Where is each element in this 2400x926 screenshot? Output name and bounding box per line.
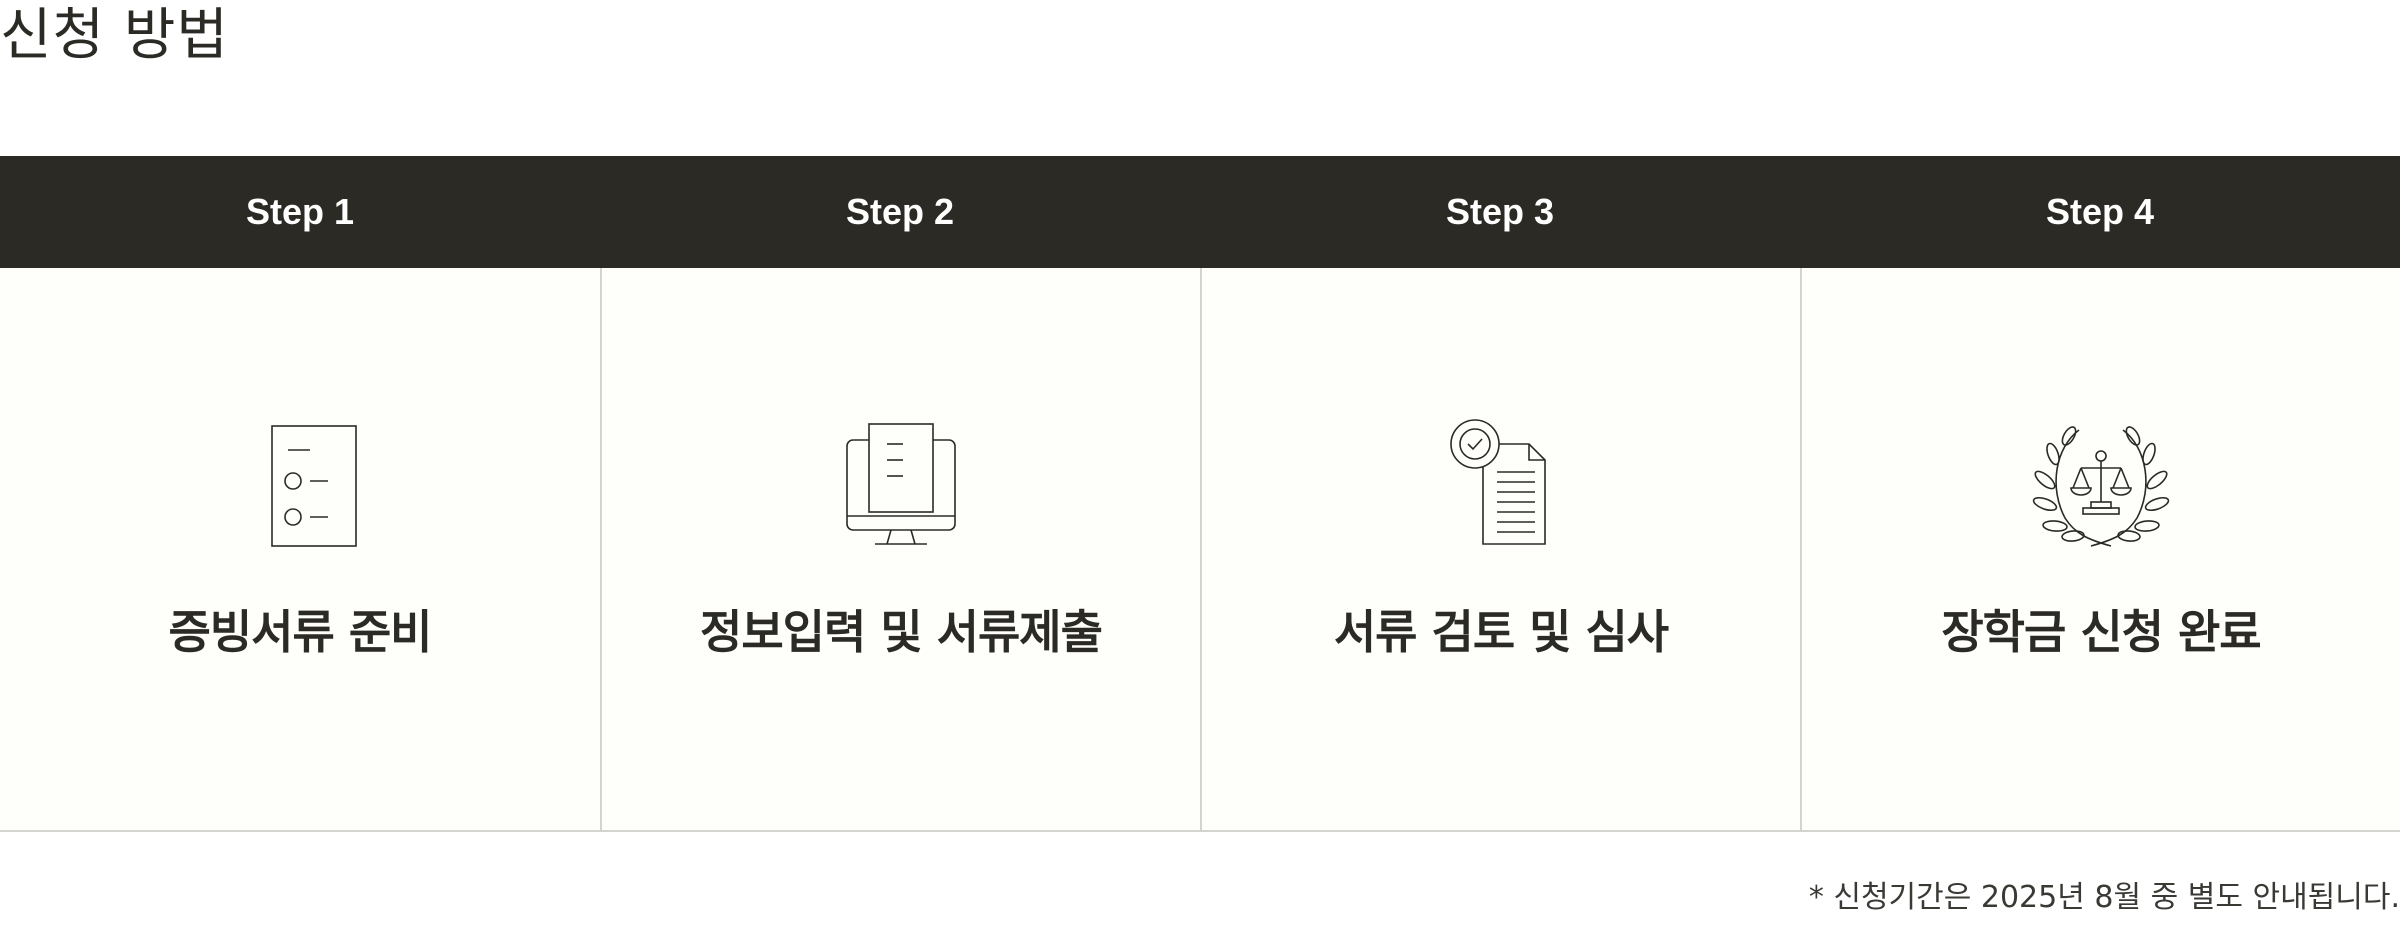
step-4-body: 장학금 신청 완료 [1800,268,2400,832]
steps-grid: Step 1 증빙서류 준비 Step 2 [0,156,2400,832]
step-3-body: 서류 검토 및 심사 [1200,268,1800,832]
checklist-document-icon [230,418,370,548]
application-period-note: * 신청기간은 2025년 8월 중 별도 안내됩니다. [1808,880,2400,915]
step-1-body: 증빙서류 준비 [0,268,600,832]
laurel-scale-icon [2031,418,2171,548]
step-4: Step 4 [1800,156,2400,832]
step-3-header: Step 3 [1200,156,1800,268]
step-4-label: 장학금 신청 완료 [1941,605,2261,659]
step-2: Step 2 정보입력 및 서류제출 [600,156,1200,832]
step-1: Step 1 증빙서류 준비 [0,156,600,832]
step-4-header: Step 4 [1800,156,2400,268]
step-3-label: 서류 검토 및 심사 [1333,605,1669,659]
monitor-document-icon [831,418,971,548]
document-review-check-icon [1431,418,1571,548]
step-2-label: 정보입력 및 서류제출 [700,605,1103,659]
step-2-body: 정보입력 및 서류제출 [600,268,1200,832]
step-2-header: Step 2 [600,156,1200,268]
step-1-header: Step 1 [0,156,600,268]
step-3: Step 3 [1200,156,1800,832]
section-title: 신청 방법 [0,3,229,68]
step-1-label: 증빙서류 준비 [168,605,433,659]
